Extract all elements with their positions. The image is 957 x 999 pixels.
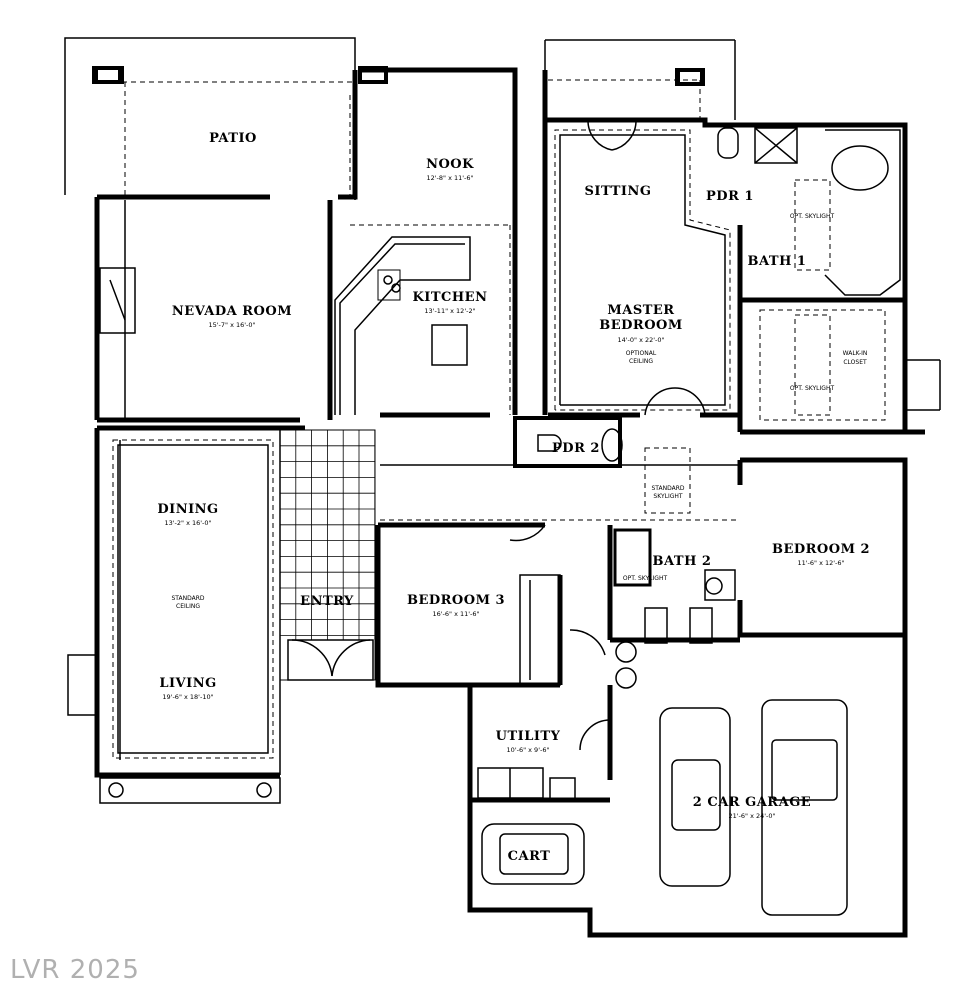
label-cart: CART: [508, 849, 551, 864]
label-bath1: BATH 1: [748, 254, 807, 269]
patio-area: [64, 37, 388, 200]
dim-dining: 13'-2" x 16'-0": [164, 519, 211, 527]
room-labels: PATIO NOOK 12'-8" x 11'-6" SITTING PDR 1…: [157, 131, 870, 864]
entry-tile-grid: [279, 429, 376, 681]
note-std-skylight-line2: SKYLIGHT: [653, 493, 682, 500]
label-patio: PATIO: [209, 131, 257, 146]
label-utility: UTILITY: [496, 729, 561, 744]
note-walkin-skylight: OPT. SKYLIGHT: [790, 385, 835, 392]
dim-garage: 21'-6" x 24'-0": [728, 812, 775, 820]
dim-kitchen: 13'-11" x 12'-2": [424, 307, 475, 315]
label-bath2: BATH 2: [653, 554, 712, 569]
note-master-line2: CEILING: [629, 358, 653, 365]
note-master-line1: OPTIONAL: [626, 350, 657, 357]
bedroom3-closet: [509, 524, 606, 686]
label-bedroom3: BEDROOM 3: [407, 593, 505, 608]
note-std-ceiling-line1: STANDARD: [171, 595, 204, 602]
label-walkin-line1: WALK-IN: [843, 350, 868, 357]
label-sitting: SITTING: [585, 184, 652, 199]
label-pdr2: PDR 2: [552, 441, 600, 456]
note-bath2-skylight: OPT. SKYLIGHT: [623, 575, 668, 582]
garage-cars: [481, 699, 848, 916]
label-master-line1: MASTER: [607, 303, 674, 318]
dim-bedroom2: 11'-6" x 12'-6": [797, 559, 844, 567]
kitchen-counters: [334, 224, 511, 415]
label-entry: ENTRY: [300, 594, 354, 609]
master-bath-fixtures: [554, 121, 901, 421]
dim-utility: 10'-6" x 9'-6": [507, 746, 550, 754]
dim-living: 19'-6" x 18'-10": [162, 693, 213, 701]
label-nook: NOOK: [426, 157, 474, 172]
label-dining: DINING: [157, 502, 218, 517]
label-living: LIVING: [159, 676, 216, 691]
label-master-line2: BEDROOM: [599, 318, 683, 333]
label-nevada-room: NEVADA ROOM: [172, 304, 292, 319]
watermark-logo: LVR 2025: [10, 955, 140, 985]
note-bath1-skylight: OPT. SKYLIGHT: [790, 213, 835, 220]
note-std-skylight-line1: STANDARD: [651, 485, 684, 492]
label-garage: 2 CAR GARAGE: [693, 795, 811, 810]
label-kitchen: KITCHEN: [413, 290, 488, 305]
label-walkin-line2: CLOSET: [843, 359, 867, 366]
label-bedroom2: BEDROOM 2: [772, 542, 870, 557]
label-pdr1: PDR 1: [706, 189, 754, 204]
dim-nook: 12'-8" x 11'-6": [426, 174, 473, 182]
note-std-ceiling-line2: CEILING: [176, 603, 200, 610]
utility-fixtures: [477, 719, 611, 801]
walls: [94, 39, 941, 938]
dim-master: 14'-0" x 22'-0": [617, 336, 664, 344]
dining-living-detail: [67, 267, 281, 804]
dim-bedroom3: 16'-6" x 11'-6": [432, 610, 479, 618]
dim-nevada-room: 15'-7" x 16'-0": [208, 321, 255, 329]
pdr2-bath2-fixtures: [513, 416, 736, 689]
